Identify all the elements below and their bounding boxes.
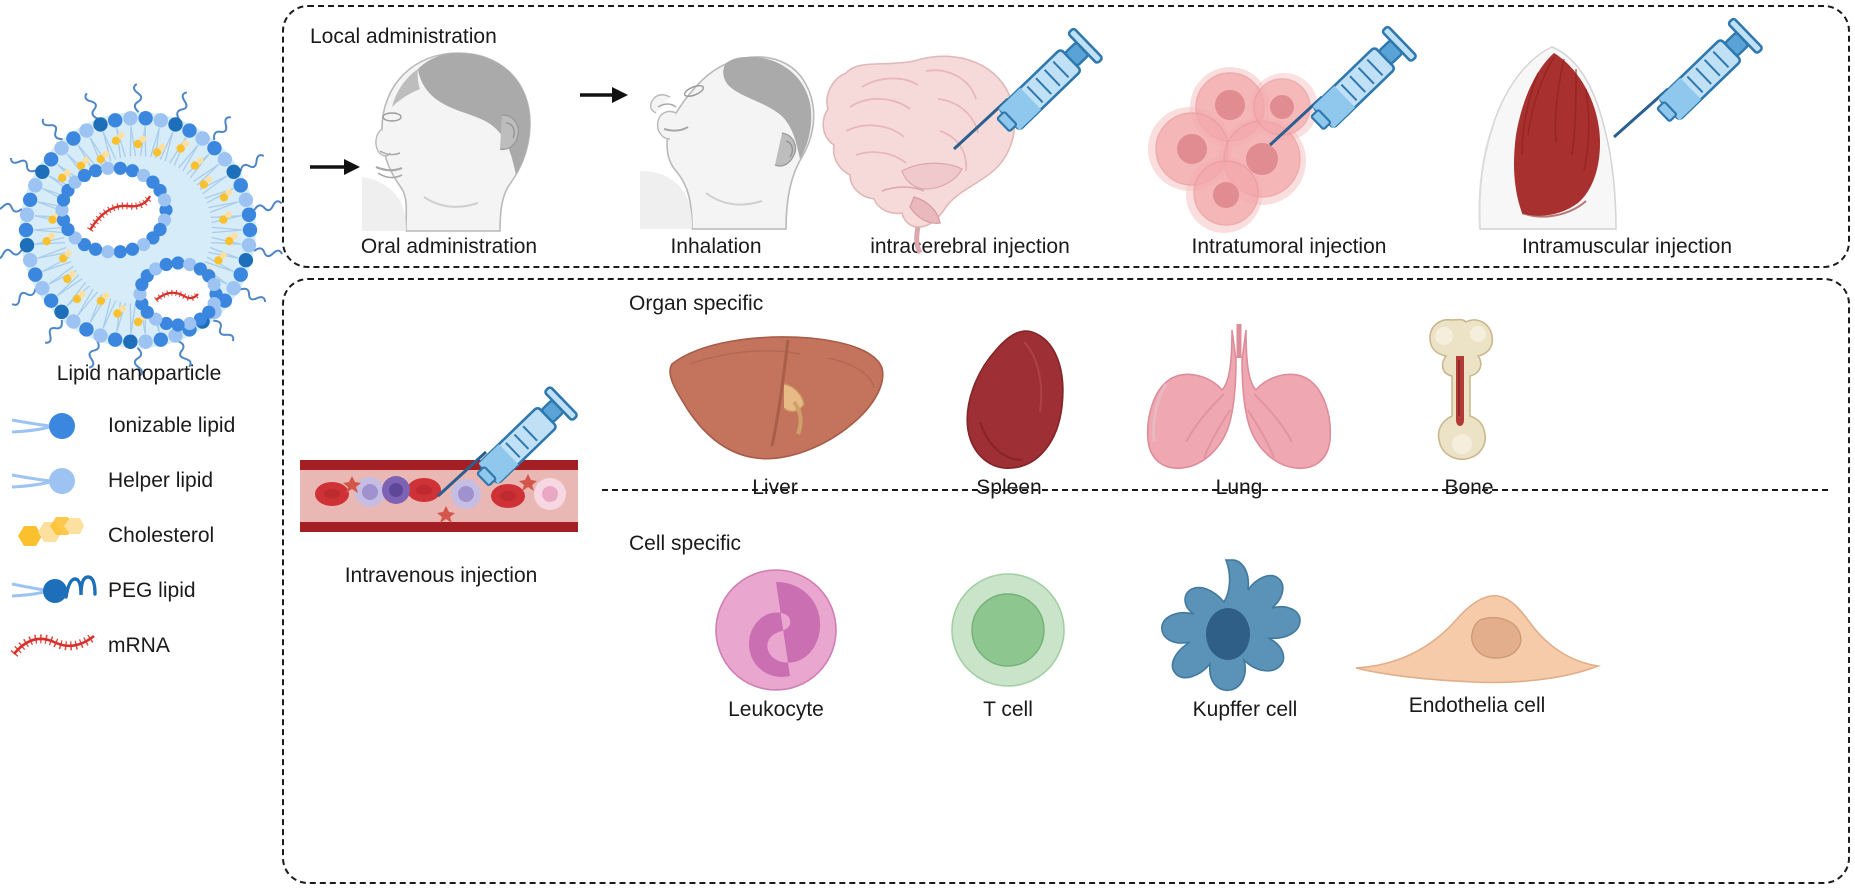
lipid-nanoparticle-diagram bbox=[0, 83, 283, 377]
local-administration-title: Local administration bbox=[310, 25, 497, 48]
legend-row-helper-lipid: Helper lipid bbox=[8, 457, 278, 512]
organ-item-bone: Bone bbox=[1374, 316, 1564, 500]
helper-lipid-icon bbox=[10, 457, 96, 507]
route-label: Intramuscular injection bbox=[1521, 235, 1733, 258]
route-label: intracerebral injection bbox=[870, 235, 1070, 258]
route-label: Inhalation bbox=[670, 235, 762, 258]
item-label: Lung bbox=[1215, 476, 1263, 499]
tumor-syringe-icon bbox=[1124, 25, 1454, 233]
organ-item-liver: Liver bbox=[660, 328, 890, 500]
cell-item-kupffer-cell: Kupffer cell bbox=[1130, 556, 1360, 722]
legend-row-mrna: mRNA bbox=[8, 622, 278, 677]
cell-item-t-cell: T cell bbox=[908, 568, 1108, 722]
vessel-syringe-icon bbox=[296, 386, 586, 560]
item-label: Leukocyte bbox=[728, 698, 824, 721]
systemic-administration-panel: Organ specific Cell specific bbox=[282, 278, 1850, 884]
mrna-icon bbox=[10, 622, 97, 672]
head-inhalation-icon bbox=[580, 45, 852, 231]
route-intramuscular-injection: Intramuscular injection bbox=[1452, 17, 1802, 259]
brain-syringe-icon bbox=[800, 27, 1140, 255]
legend-row-cholesterol: Cholesterol bbox=[8, 512, 278, 567]
legend-label: Cholesterol bbox=[108, 524, 215, 547]
lnp-column: Lipid nanoparticle Ionizable lipid bbox=[0, 0, 283, 889]
cell-item-leukocyte: Leukocyte bbox=[670, 566, 882, 722]
cell-specific-title: Cell specific bbox=[629, 532, 742, 555]
route-oral-administration: Oral administration bbox=[304, 45, 594, 259]
lnp-legend: Ionizable lipid Helper lipid bbox=[8, 402, 278, 677]
muscle-syringe-icon bbox=[1452, 17, 1802, 231]
item-label: Liver bbox=[752, 476, 798, 499]
route-label: Oral administration bbox=[360, 235, 538, 258]
section-divider bbox=[602, 489, 1828, 491]
route-inhalation: Inhalation bbox=[580, 45, 852, 259]
legend-row-peg-lipid: PEG lipid bbox=[8, 567, 278, 622]
item-label: Bone bbox=[1444, 476, 1494, 499]
lnp-title: Lipid nanoparticle bbox=[56, 362, 222, 385]
route-intravenous-injection: Intravenous injection bbox=[296, 386, 586, 588]
cholesterol-icon bbox=[10, 512, 96, 562]
ionizable-lipid-icon bbox=[10, 402, 96, 452]
cell-item-endothelia-cell: Endothelia cell bbox=[1352, 576, 1602, 718]
head-oral-icon bbox=[304, 45, 594, 232]
route-intracerebral-injection: intracerebral injection bbox=[800, 27, 1140, 259]
route-label: Intratumoral injection bbox=[1191, 235, 1387, 258]
legend-label: PEG lipid bbox=[108, 579, 196, 602]
legend-label: Ionizable lipid bbox=[108, 414, 236, 437]
route-label: Intravenous injection bbox=[344, 564, 538, 587]
organ-specific-title: Organ specific bbox=[629, 292, 764, 315]
item-label: Kupffer cell bbox=[1192, 698, 1298, 721]
local-administration-panel: Local administration bbox=[282, 5, 1850, 268]
peg-lipid-icon bbox=[10, 567, 97, 617]
organ-item-spleen: Spleen bbox=[914, 326, 1104, 500]
legend-row-ionizable-lipid: Ionizable lipid bbox=[8, 402, 278, 457]
organ-item-lung: Lung bbox=[1124, 324, 1354, 500]
legend-label: mRNA bbox=[108, 634, 170, 657]
legend-label: Helper lipid bbox=[108, 469, 214, 492]
item-label: T cell bbox=[983, 698, 1033, 721]
route-intratumoral-injection: Intratumoral injection bbox=[1124, 25, 1454, 259]
item-label: Endothelia cell bbox=[1408, 694, 1546, 717]
item-label: Spleen bbox=[976, 476, 1042, 499]
